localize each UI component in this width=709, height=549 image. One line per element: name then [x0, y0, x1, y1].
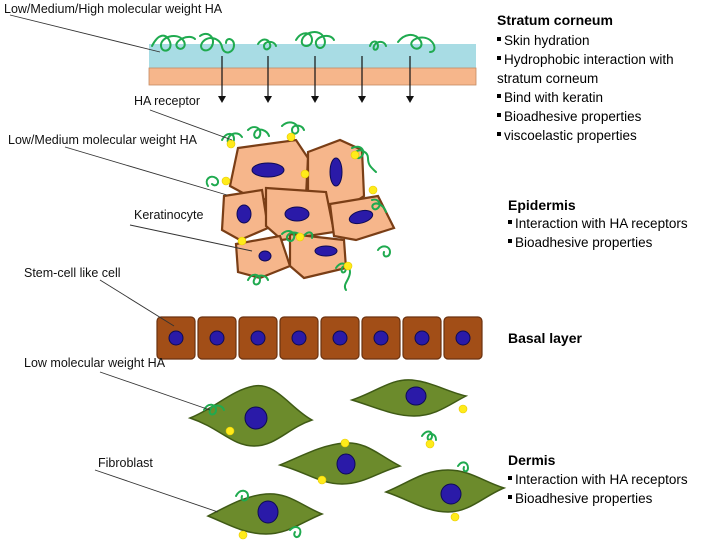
layer-title: Dermis [508, 452, 556, 468]
layer-dermis: Dermis [508, 452, 556, 468]
ha-receptor-dot [300, 169, 310, 179]
ha-strands-dermis [203, 403, 469, 539]
nucleus [236, 204, 252, 224]
property-item: Interaction with HA receptors [515, 472, 688, 487]
bullet-square [497, 56, 501, 60]
bullet-square [497, 113, 501, 117]
ha-receptors-dermis [225, 404, 468, 540]
ha-strands-surface [151, 31, 436, 54]
ha-receptor-dot [226, 139, 236, 149]
property-item: Interaction with HA receptors [515, 216, 688, 231]
bullet-square [497, 37, 501, 41]
layer-title: Epidermis [508, 197, 576, 213]
ha-receptor-dot [458, 404, 468, 414]
property-item: Skin hydration [504, 33, 590, 48]
nucleus [336, 453, 356, 475]
ha-receptor-dot [340, 438, 350, 448]
property-item: viscoelastic properties [504, 128, 637, 143]
ha-receptor-dot [450, 512, 460, 522]
property-item: Bioadhesive properties [504, 109, 642, 124]
ha-receptor-dot [343, 261, 353, 271]
leader-lines [9, 14, 253, 513]
ha-receptor-dot [286, 132, 296, 142]
nucleus [405, 386, 427, 406]
property-item: Bioadhesive properties [515, 235, 653, 250]
bullet-square [497, 132, 501, 136]
nucleus [291, 330, 307, 346]
label-low-medium-ha: Low/Medium molecular weight HA [8, 133, 198, 147]
nucleus [314, 245, 338, 257]
nucleus [332, 330, 348, 346]
label-keratinocyte: Keratinocyte [134, 208, 204, 222]
basal-layer [156, 316, 483, 360]
nucleus [209, 330, 225, 346]
nucleus [257, 500, 279, 524]
ha-receptor-dot [238, 530, 248, 540]
ha-receptor-dot [295, 232, 305, 242]
keratinocyte-cluster [220, 138, 396, 280]
label-fibroblast: Fibroblast [98, 456, 153, 470]
ha-receptor-dot [237, 236, 247, 246]
keratinocyte-cell [288, 232, 348, 280]
bullet-square [508, 495, 512, 499]
bullet-square [497, 94, 501, 98]
nucleus [329, 157, 343, 187]
property-item: Bind with keratin [504, 90, 603, 105]
ha-receptor-dot [368, 185, 378, 195]
penetration-arrows [218, 56, 414, 103]
fibroblasts [187, 379, 507, 535]
ha-receptor-dot [425, 439, 435, 449]
ha-receptor-dot [225, 426, 235, 436]
property-item: stratum corneum [497, 71, 598, 86]
bullet-square [508, 220, 512, 224]
stratum-corneum-band [148, 67, 477, 86]
ha-receptors-epidermis [221, 132, 378, 271]
layer-title: Stratum corneum [497, 12, 613, 28]
nucleus [455, 330, 471, 346]
layer-epidermis: Epidermis [508, 197, 576, 213]
nucleus [258, 250, 272, 262]
label-low-ha: Low molecular weight HA [24, 356, 166, 370]
nucleus [284, 206, 310, 222]
label-ha-receptor: HA receptor [134, 94, 200, 108]
bullet-square [508, 476, 512, 480]
label-ha-weights: Low/Medium/High molecular weight HA [4, 2, 223, 16]
ha-receptor-dot [317, 475, 327, 485]
bullet-square [508, 239, 512, 243]
label-stem-cell: Stem-cell like cell [24, 266, 121, 280]
nucleus [348, 209, 374, 225]
layer-title: Basal layer [508, 330, 582, 346]
hydration-band [149, 44, 476, 68]
nucleus [244, 406, 268, 430]
layer-basal: Basal layer [508, 330, 582, 346]
ha-receptor-dot [350, 150, 360, 160]
nucleus [414, 330, 430, 346]
nucleus [250, 330, 266, 346]
ha-receptor-dot [221, 176, 231, 186]
nucleus [251, 162, 285, 178]
nucleus [440, 483, 462, 505]
nucleus [168, 330, 184, 346]
property-item: Hydrophobic interaction with [504, 52, 674, 67]
nucleus [373, 330, 389, 346]
layer-stratum-corneum: Stratum corneum [497, 12, 613, 28]
property-item: Bioadhesive properties [515, 491, 653, 506]
